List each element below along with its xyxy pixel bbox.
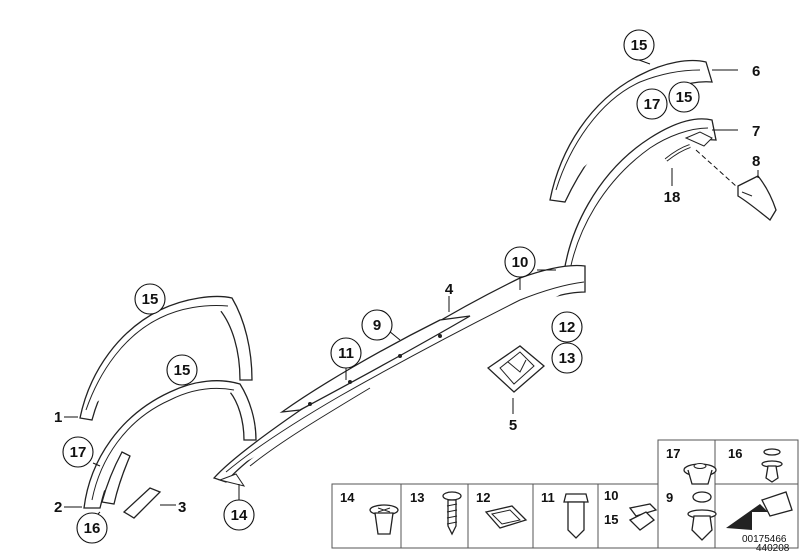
svg-text:15: 15 bbox=[174, 362, 191, 379]
callout-3: 3 bbox=[178, 499, 186, 516]
svg-text:10: 10 bbox=[604, 488, 618, 503]
legend-cell-16: 16 bbox=[728, 446, 783, 483]
legend-cell-14: 14 bbox=[340, 490, 399, 535]
callout-4: 4 bbox=[445, 281, 454, 298]
rear-trim-end-piece bbox=[737, 175, 777, 221]
callout-15-rear-outer: 15 bbox=[623, 29, 655, 61]
svg-text:15: 15 bbox=[604, 512, 618, 527]
legend-cell-9: 9 bbox=[666, 490, 717, 541]
callout-12: 12 bbox=[551, 311, 583, 343]
svg-text:9: 9 bbox=[373, 317, 381, 334]
reference-code: 00175466 bbox=[742, 534, 787, 545]
legend-cell-13: 13 bbox=[410, 490, 462, 536]
legend-cell-11: 11 bbox=[541, 490, 589, 539]
fastener-legend bbox=[331, 439, 799, 549]
reference-code-secondary: 440208 bbox=[756, 543, 790, 554]
svg-text:17: 17 bbox=[70, 444, 87, 461]
callout-17-rear: 17 bbox=[636, 88, 668, 120]
callout-15-rear-inner: 15 bbox=[668, 81, 700, 113]
callout-18: 18 bbox=[664, 189, 681, 206]
svg-text:16: 16 bbox=[84, 520, 101, 537]
callout-15-front-inner: 15 bbox=[166, 354, 198, 386]
svg-text:12: 12 bbox=[559, 319, 576, 336]
front-trim-bracket bbox=[101, 451, 162, 519]
callout-9-sill: 9 bbox=[361, 309, 393, 341]
legend-cell-10-15: 10 15 bbox=[604, 488, 658, 531]
svg-text:10: 10 bbox=[512, 254, 529, 271]
callout-5: 5 bbox=[509, 417, 517, 434]
svg-text:9: 9 bbox=[666, 490, 673, 505]
callout-7: 7 bbox=[752, 123, 760, 140]
svg-text:15: 15 bbox=[631, 37, 648, 54]
svg-text:11: 11 bbox=[541, 490, 555, 505]
svg-text:14: 14 bbox=[231, 507, 248, 524]
svg-text:14: 14 bbox=[340, 490, 355, 505]
callout-14-sill: 14 bbox=[223, 499, 255, 531]
callout-1: 1 bbox=[54, 409, 62, 426]
callout-11-sill: 11 bbox=[330, 337, 362, 369]
svg-text:17: 17 bbox=[644, 96, 661, 113]
legend-cell-12: 12 bbox=[476, 490, 528, 529]
callout-13: 13 bbox=[551, 342, 583, 374]
legend-cell-17: 17 bbox=[666, 446, 717, 485]
callout-17-front: 17 bbox=[62, 436, 94, 468]
callout-8: 8 bbox=[752, 153, 760, 170]
svg-text:16: 16 bbox=[728, 446, 742, 461]
front-wheel-arch-trim-inner bbox=[83, 380, 257, 509]
svg-text:17: 17 bbox=[666, 446, 680, 461]
svg-text:13: 13 bbox=[410, 490, 424, 505]
sill-mounting-rail bbox=[279, 315, 471, 413]
seal-strip bbox=[664, 144, 691, 162]
svg-text:11: 11 bbox=[338, 345, 354, 362]
callout-15-front-outer: 15 bbox=[134, 283, 166, 315]
side-sill-trim bbox=[212, 264, 586, 487]
legend-cell-symbol bbox=[726, 491, 793, 530]
callout-2: 2 bbox=[54, 499, 62, 516]
svg-text:13: 13 bbox=[559, 350, 576, 367]
svg-text:15: 15 bbox=[676, 89, 693, 106]
support-bracket bbox=[486, 345, 546, 393]
callout-6: 6 bbox=[752, 63, 760, 80]
svg-text:15: 15 bbox=[142, 291, 159, 308]
svg-text:12: 12 bbox=[476, 490, 490, 505]
callout-10-sill: 10 bbox=[504, 246, 536, 278]
callout-16-front: 16 bbox=[76, 512, 108, 544]
